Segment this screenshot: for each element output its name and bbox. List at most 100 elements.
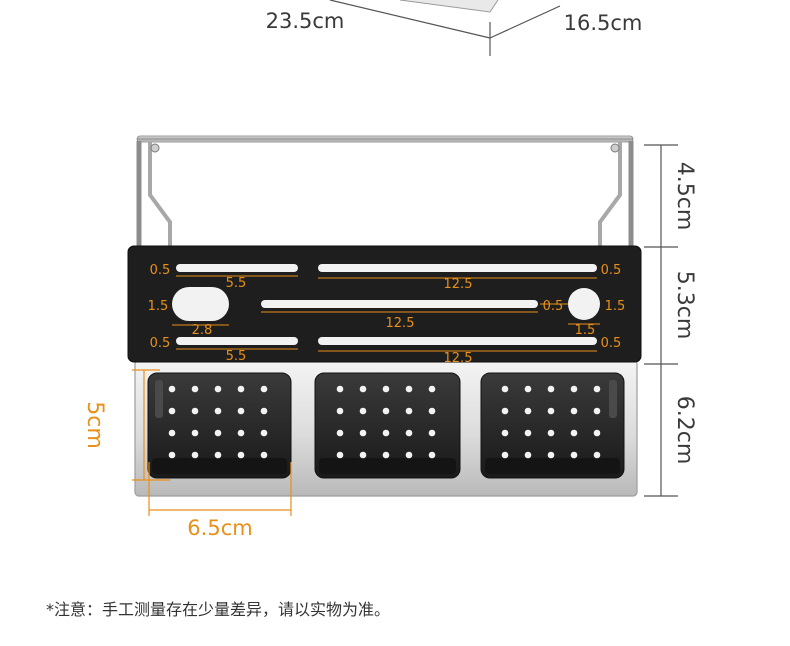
width-label: 16.5cm xyxy=(564,11,643,35)
drain-hole-middle xyxy=(428,451,436,459)
label-oval: 2.8 xyxy=(192,323,213,338)
drain-hole-left xyxy=(260,385,268,393)
drain-hole-middle xyxy=(336,385,344,393)
drain-hole-middle xyxy=(382,451,390,459)
round-hole xyxy=(568,288,600,320)
label-circle: 1.5 xyxy=(575,323,596,338)
drain-hole-left xyxy=(191,451,199,459)
tray-right-lip xyxy=(485,458,620,474)
tray-height-label: 6.2cm xyxy=(672,396,697,465)
tray-right-clip xyxy=(609,380,617,418)
drain-hole-right xyxy=(593,429,601,437)
measurement-note: *注意：手工测量存在少量差异，请以实物为准。 xyxy=(46,600,391,619)
label-row1-right-gap: 0.5 xyxy=(601,263,622,278)
label-row2-right-gap: 1.5 xyxy=(605,299,626,314)
drain-hole-left xyxy=(191,407,199,415)
length-dimension-line xyxy=(329,0,491,39)
drain-hole-right xyxy=(547,385,555,393)
drain-hole-middle xyxy=(382,407,390,415)
drain-hole-right xyxy=(501,407,509,415)
drain-hole-middle xyxy=(428,385,436,393)
drain-hole-middle xyxy=(359,385,367,393)
panel-height-label: 5.3cm xyxy=(672,271,697,340)
top-box-corner xyxy=(399,0,499,13)
rail-height-label: 4.5cm xyxy=(672,162,697,231)
drain-hole-left xyxy=(260,407,268,415)
drain-trays xyxy=(147,372,625,479)
slot-row2-long xyxy=(261,300,538,308)
label-row1-long: 12.5 xyxy=(444,277,473,292)
drain-hole-middle xyxy=(405,385,413,393)
drain-hole-middle xyxy=(405,407,413,415)
drain-hole-right xyxy=(524,407,532,415)
drain-hole-left xyxy=(237,429,245,437)
panel-dimension-guides xyxy=(172,275,600,352)
tray-left xyxy=(147,372,292,479)
drain-hole-left xyxy=(214,385,222,393)
drain-hole-middle xyxy=(336,429,344,437)
drain-hole-left xyxy=(237,451,245,459)
drain-hole-left xyxy=(260,451,268,459)
drain-hole-right xyxy=(547,451,555,459)
label-row2-left-gap: 1.5 xyxy=(148,299,169,314)
label-row3-long: 12.5 xyxy=(444,351,473,366)
label-row2-hole-gap: 0.5 xyxy=(543,299,564,314)
right-rivet xyxy=(610,143,620,153)
slot-row1-short xyxy=(176,264,298,272)
knife-panel: 0.5 5.5 12.5 0.5 1.5 12.5 0.5 1.5 2.8 1.… xyxy=(127,245,642,366)
drain-hole-middle xyxy=(428,429,436,437)
drain-hole-left xyxy=(191,429,199,437)
length-label: 23.5cm xyxy=(266,9,345,33)
label-row1-left-gap: 0.5 xyxy=(150,263,171,278)
top-rail xyxy=(136,135,634,143)
drain-hole-right xyxy=(501,451,509,459)
drain-hole-left xyxy=(168,385,176,393)
left-rivet xyxy=(150,143,160,153)
top-view: 23.5cm 16.5cm xyxy=(266,0,643,56)
drain-hole-middle xyxy=(359,407,367,415)
drain-hole-right xyxy=(524,385,532,393)
drain-hole-right xyxy=(547,407,555,415)
drain-hole-left xyxy=(214,451,222,459)
drain-hole-left xyxy=(214,407,222,415)
drain-hole-left xyxy=(191,385,199,393)
drain-hole-middle xyxy=(382,429,390,437)
slot-row3-short xyxy=(176,337,298,345)
drain-hole-left xyxy=(168,451,176,459)
label-row1-short: 5.5 xyxy=(226,276,247,291)
drain-hole-left xyxy=(260,429,268,437)
width-dimension-line xyxy=(489,5,561,39)
drain-hole-middle xyxy=(428,407,436,415)
drain-hole-right xyxy=(593,407,601,415)
tray-middle xyxy=(314,372,461,479)
drain-hole-right xyxy=(593,451,601,459)
drain-hole-middle xyxy=(405,451,413,459)
drain-hole-left xyxy=(237,407,245,415)
steel-frame xyxy=(136,135,634,248)
drain-hole-middle xyxy=(382,385,390,393)
drain-hole-middle xyxy=(359,429,367,437)
drain-hole-right xyxy=(524,451,532,459)
tray-left-lip xyxy=(152,458,287,474)
label-row3-short: 5.5 xyxy=(226,349,247,364)
drain-hole-right xyxy=(501,429,509,437)
tray-depth-label: 5cm xyxy=(82,401,107,449)
label-row3-left-gap: 0.5 xyxy=(150,336,171,351)
drain-hole-middle xyxy=(405,429,413,437)
drain-hole-right xyxy=(570,385,578,393)
label-row3-right-gap: 0.5 xyxy=(601,336,622,351)
tray-width-label: 6.5cm xyxy=(187,516,252,540)
drain-hole-left xyxy=(237,385,245,393)
tray-dimension-lines xyxy=(132,369,292,516)
drain-hole-right xyxy=(570,451,578,459)
height-dimension-lines xyxy=(644,144,678,497)
left-brace xyxy=(148,142,172,248)
drain-hole-middle xyxy=(336,451,344,459)
drain-hole-middle xyxy=(336,407,344,415)
drain-hole-right xyxy=(547,429,555,437)
tray-left-clip xyxy=(155,380,163,418)
drain-hole-right xyxy=(570,429,578,437)
drain-hole-middle xyxy=(359,451,367,459)
drain-hole-right xyxy=(593,385,601,393)
